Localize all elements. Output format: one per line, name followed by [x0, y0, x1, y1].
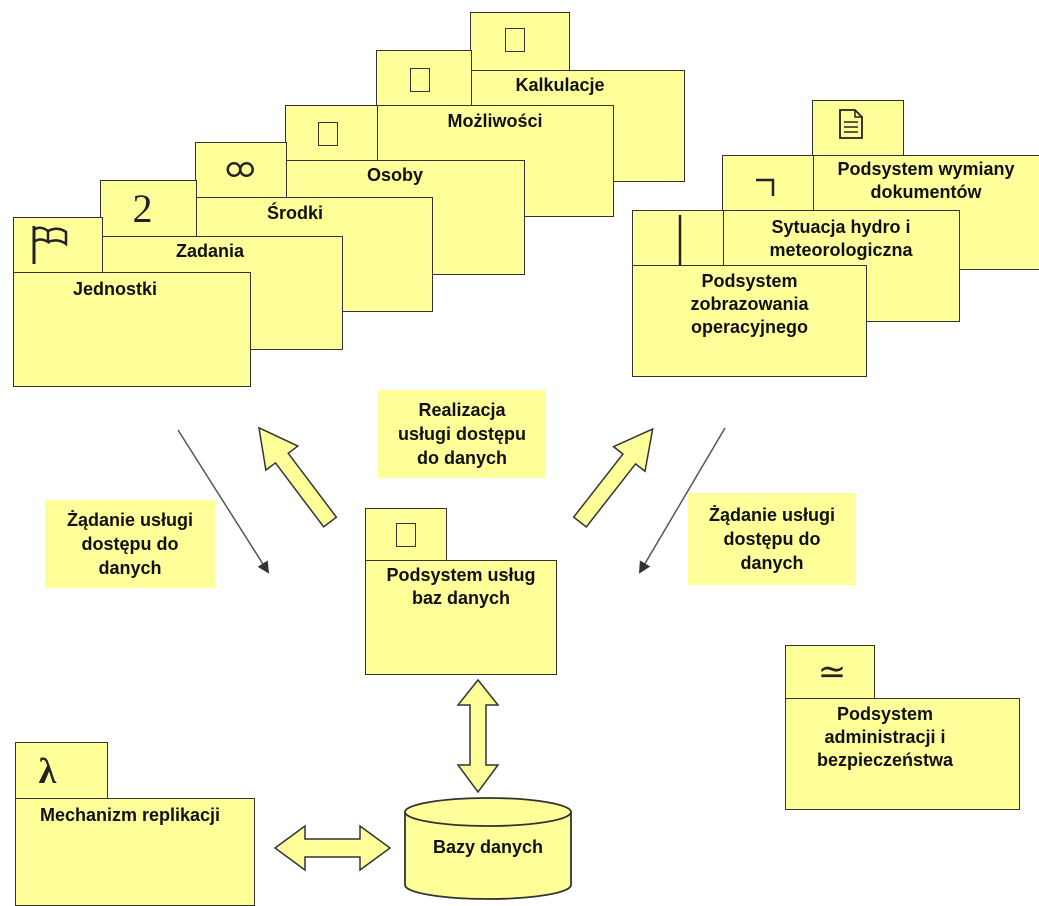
- response-arrow-right: [572, 427, 654, 528]
- document-icon: [838, 108, 864, 140]
- package-label: Podsystem wymiany dokumentów: [837, 159, 1015, 202]
- lambda-icon: λ: [38, 750, 57, 791]
- package-label: Możliwości: [447, 111, 543, 131]
- corner-icon: [755, 178, 777, 198]
- omega-icon: ထ: [225, 149, 255, 183]
- package-label: Podsystem zobrazowania operacyjnego: [690, 271, 809, 337]
- package-label: Mechanizm replikacji: [39, 805, 221, 825]
- note-realizacja: Realizacja usługi dostępu do danych: [378, 390, 546, 478]
- note-zadanie-right: Żądanie usługi dostępu do danych: [688, 493, 856, 585]
- package-label: Kalkulacje: [515, 75, 605, 95]
- package-label: Podsystem administracji i bezpieczeństwa: [816, 704, 954, 770]
- note-zadanie-left: Żądanie usługi dostępu do danych: [45, 500, 215, 588]
- package-label: Środki: [266, 203, 323, 223]
- request-arrow-left: [177, 429, 270, 574]
- double-arrow-vertical: [456, 678, 500, 794]
- square-icon: [396, 523, 416, 547]
- number-two-icon: 2: [132, 186, 153, 231]
- package-label: Zadania: [175, 241, 245, 261]
- approx-icon: ≃: [817, 653, 847, 691]
- double-arrow-horizontal: [273, 824, 392, 872]
- package-label: Osoby: [366, 165, 423, 185]
- square-icon: [318, 122, 338, 146]
- request-arrow-right: [638, 427, 726, 574]
- database-label: Bazy danych: [432, 837, 544, 857]
- response-arrow-left: [258, 426, 338, 528]
- package-label: Sytuacja hydro i meteorologiczna: [769, 217, 913, 260]
- square-icon: [410, 68, 430, 92]
- flag-icon: [28, 222, 74, 266]
- database-cylinder: [404, 797, 572, 900]
- package-label: Podsystem usług baz danych: [386, 565, 536, 608]
- square-icon: [505, 28, 525, 52]
- bar-icon: [676, 215, 684, 265]
- package-label: Jednostki: [72, 279, 158, 299]
